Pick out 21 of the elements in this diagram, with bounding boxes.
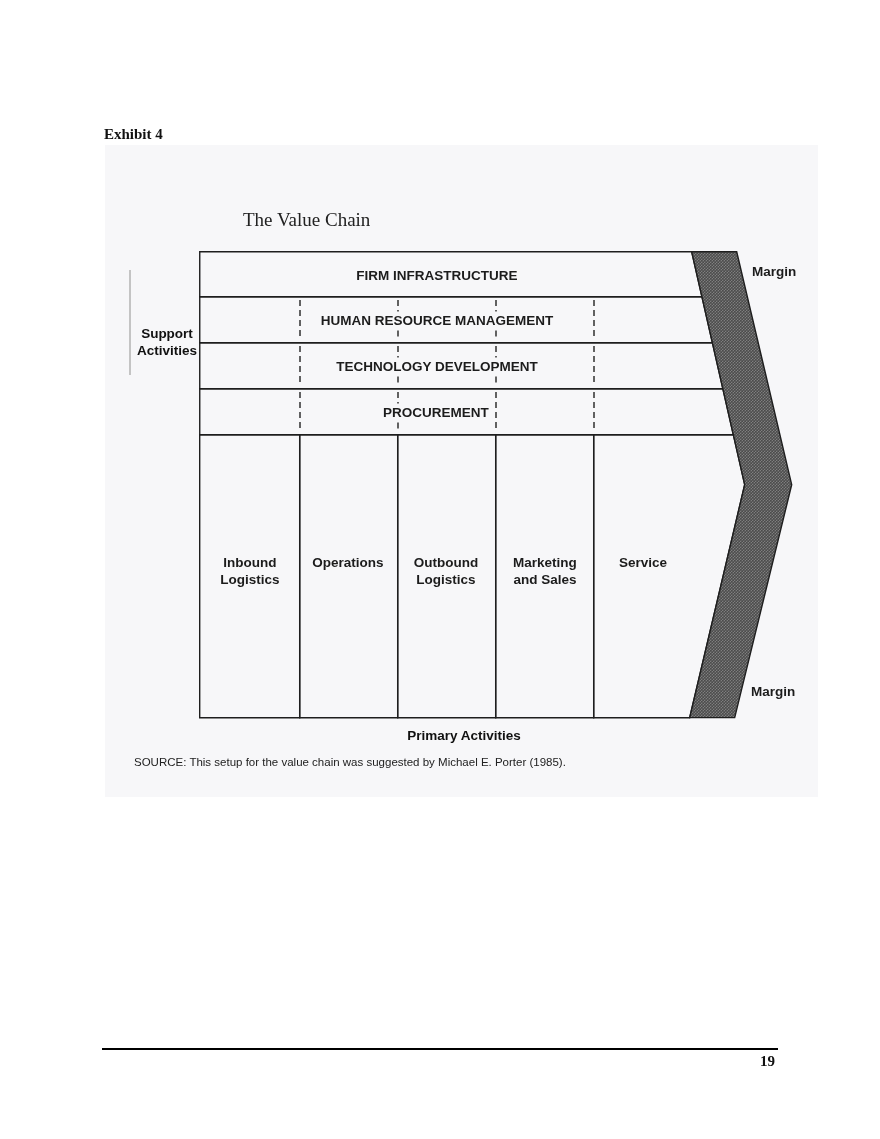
band-label: TECHNOLOGY DEVELOPMENT [335, 358, 539, 376]
activity-label: Service [618, 554, 668, 572]
margin-label: Margin [752, 263, 797, 280]
activity-column [199, 434, 301, 719]
source-note: SOURCE: This setup for the value chain was suggested by Michael E. Porter (1985). [134, 756, 566, 768]
page-number: 19 [760, 1053, 775, 1070]
band-label: FIRM INFRASTRUCTURE [355, 267, 519, 285]
activity-column [299, 434, 399, 719]
activity-column [397, 434, 497, 719]
diagram-title: The Value Chain [243, 209, 371, 231]
activity-column [495, 434, 595, 719]
margin-label: Margin [751, 683, 796, 700]
group-label: Primary Activities [406, 727, 522, 744]
activity-label: Outbound Logistics [413, 554, 479, 589]
activity-label: Inbound Logistics [219, 554, 281, 589]
band-label: HUMAN RESOURCE MANAGEMENT [320, 312, 554, 330]
group-label: Support Activities [136, 325, 198, 359]
activity-label: Marketing and Sales [512, 554, 578, 589]
activity-label: Operations [311, 554, 385, 572]
exhibit-heading: Exhibit 4 [104, 126, 163, 143]
band-label: PROCUREMENT [382, 404, 490, 422]
